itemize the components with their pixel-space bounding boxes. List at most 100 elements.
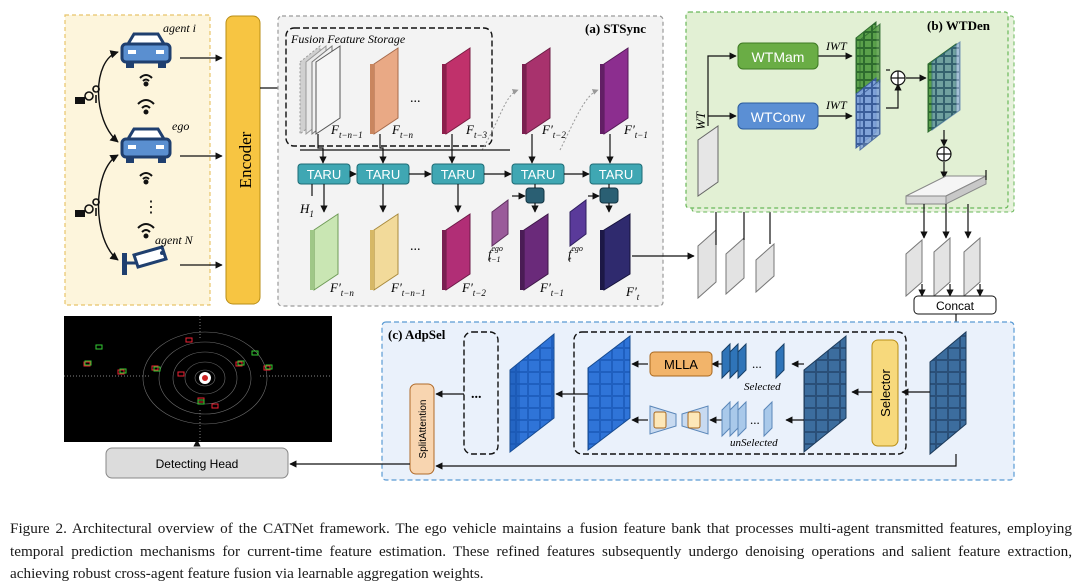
svg-text:Ft−n: Ft−n [391,122,414,140]
label-fego-sup: ego [571,244,583,253]
svg-text:WTConv: WTConv [751,109,805,125]
storage-title: Fusion Feature Storage [290,32,406,46]
concat-block: Concat [913,295,997,315]
svg-text:Ft−n−1: Ft−n−1 [330,122,363,140]
adpsel-output-grid [509,332,555,454]
svg-text:SplitAttention: SplitAttention [418,400,429,459]
figure-caption: Figure 2. Architectural overview of the … [10,520,1072,583]
camera-icon-agent-n [122,245,168,275]
selected-tokens [721,342,785,380]
autoencoder-icon [649,405,709,435]
taru-block: TARU [589,163,643,185]
storage-ellipsis: ... [410,91,421,106]
wifi-icon [139,172,153,185]
label-f-t3-sub: t−3 [474,130,488,140]
wt-input-map [697,125,719,197]
svg-text:TARU: TARU [521,167,555,182]
selector-output-grid [803,334,847,454]
fusion-feature-storage [285,27,493,147]
svg-text:F′t−2: F′t−2 [461,280,486,298]
taru-block: TARU [431,163,485,185]
label-f-t1p: F′ [623,122,635,137]
candidate-stack [463,331,499,455]
detecting-head-block: Detecting Head [105,447,289,479]
selected-label: Selected [744,381,781,393]
gate-block [599,187,619,204]
svg-text:F′t−2: F′t−2 [541,122,566,140]
agent-n-label: agent N [155,233,194,247]
iwt-label-top: IWT [825,39,848,53]
concat-input-maps [905,236,981,298]
label-h1-sub: 1 [309,209,314,219]
adpsel-title: (c) AdpSel [388,327,446,342]
label-f-t2p-sub: t−2 [553,130,567,140]
car-icon-ego [120,127,172,163]
add-icon [936,146,952,162]
ego-label: ego [172,119,189,133]
svg-text:F′t−n: F′t−n [329,280,354,298]
svg-text:Ft−3: Ft−3 [465,122,488,140]
svg-text:F′t−1: F′t−1 [539,280,564,298]
taru-block: TARU [356,163,410,185]
svg-text:Concat: Concat [936,299,975,313]
svg-text:TARU: TARU [366,167,400,182]
label-o-t2-sub: t−2 [473,288,487,298]
label-o-t: F′ [625,284,637,299]
car-icon-agent-i [120,32,172,68]
wt-label: WT [693,111,708,130]
label-o-t-sub: t [637,292,640,302]
svg-text:TARU: TARU [599,167,633,182]
lidar-bev-detection-image [64,316,332,442]
message-icon [75,198,100,217]
iwt-label-bottom: IWT [825,98,848,112]
encoder-label: Encoder [236,131,255,188]
wifi-icon [137,223,155,239]
candidate-ellipsis: ... [471,387,482,402]
fused-grid-map [927,41,961,133]
wifi-icon [137,99,155,115]
wifi-icon [139,74,153,87]
label-f-t1p-sub: t−1 [635,130,648,140]
label-h1: H [299,201,310,216]
adpsel-input-grid [929,330,967,456]
svg-text:H1: H1 [299,201,314,219]
label-fego: f [568,247,573,261]
wtconv-block: WTConv [737,102,819,130]
svg-text:F′t: F′t [625,284,640,302]
label-fego1-sub: t−1 [489,255,501,264]
label-o-t1: F′ [539,280,551,295]
catnet-architecture-diagram: agent i ego ⋮ agent N Enco [64,11,1015,481]
mlla-block: MLLA [649,351,713,377]
denoised-feature-slab [905,175,987,205]
unselected-ellipsis: ... [750,412,760,427]
label-f-tn: F [391,122,401,137]
label-f-tn1: F [330,122,340,137]
feature-map-f-tn1 [299,44,341,136]
agent-i-label: agent i [163,21,196,35]
label-f-t3: F [465,122,475,137]
label-o-tn: F′ [329,280,341,295]
svg-text:Detecting Head: Detecting Head [156,457,239,471]
agents-ellipsis: ⋮ [143,199,159,216]
svg-text:F′t−n−1: F′t−n−1 [390,280,425,298]
label-o-t1-sub: t−1 [551,288,564,298]
svg-text:TARU: TARU [441,167,475,182]
wtden-title: (b) WTDen [927,18,991,33]
svg-text:MLLA: MLLA [664,357,698,372]
adpsel-merged-grid [587,334,631,452]
taru-block: TARU [511,163,565,185]
label-fego-sub: t [569,255,572,264]
gate-block [525,187,545,204]
label-f-tn1-sub: t−n−1 [339,130,363,140]
selection-region [573,331,907,455]
feature-map-f-ego-t1 [491,199,509,247]
label-o-tn1: F′ [390,280,402,295]
selected-ellipsis: ... [752,356,762,371]
wt-subband-maps [697,228,775,300]
iwt-output-blue [855,76,881,152]
output-ellipsis: ... [410,239,421,254]
label-fego1-sup: ego [491,244,503,253]
svg-text:F′t−1: F′t−1 [623,122,648,140]
